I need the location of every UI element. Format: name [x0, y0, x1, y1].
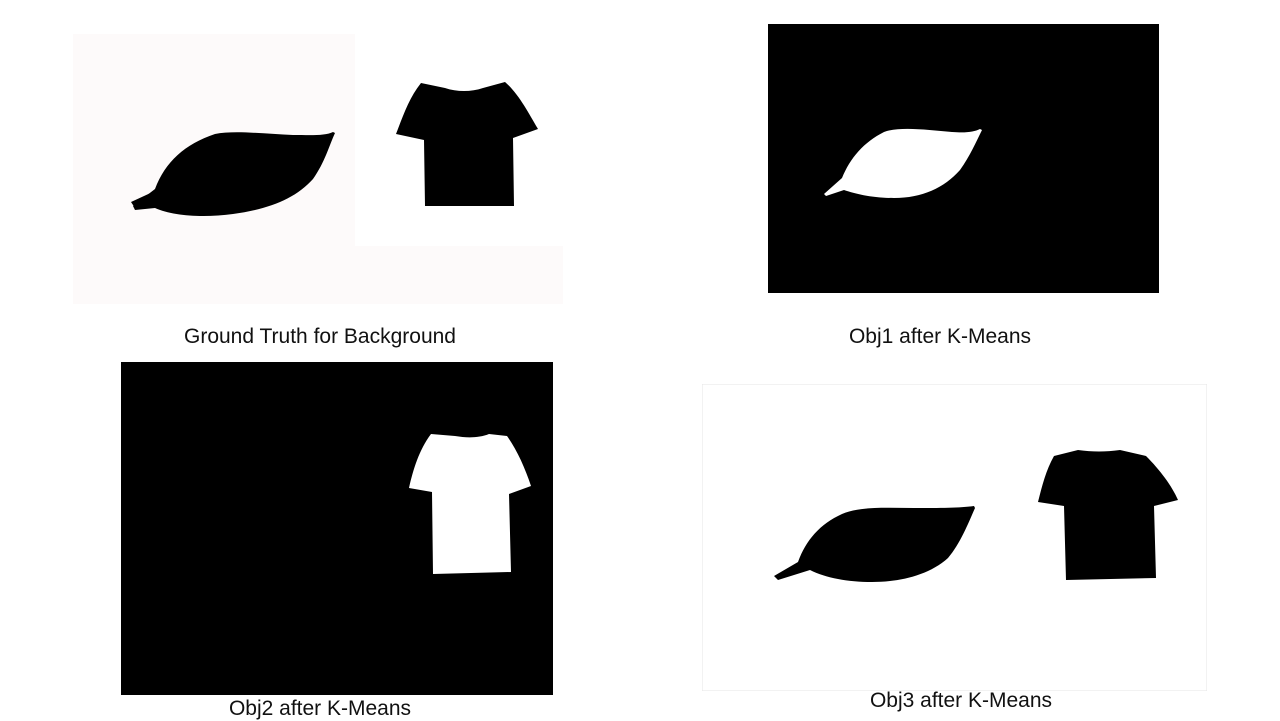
ground-truth-image	[73, 34, 563, 304]
t-shirt-shape	[1038, 450, 1178, 580]
obj1-caption: Obj1 after K-Means	[848, 325, 1032, 348]
leaf-shape	[133, 132, 335, 216]
obj3-caption: Obj3 after K-Means	[869, 689, 1053, 712]
obj3-mask	[702, 384, 1207, 691]
obj1-mask	[768, 24, 1159, 293]
obj2-mask	[121, 362, 553, 695]
leaf-shape	[774, 506, 975, 582]
leaf-stem	[131, 190, 159, 208]
obj2-caption: Obj2 after K-Means	[228, 697, 412, 720]
t-shirt-shape	[409, 434, 531, 574]
obj3-image	[702, 384, 1207, 691]
ground-truth-caption: Ground Truth for Background	[184, 325, 456, 348]
ground-truth-mask	[73, 34, 563, 304]
obj2-image	[121, 362, 553, 695]
obj1-image	[768, 24, 1159, 293]
t-shirt-shape	[396, 82, 538, 206]
leaf-shape	[824, 128, 982, 198]
